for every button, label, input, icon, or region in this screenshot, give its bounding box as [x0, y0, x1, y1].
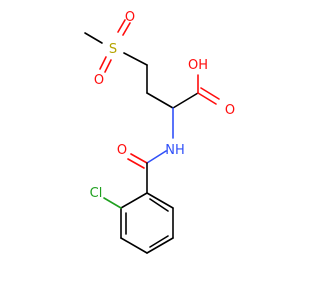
- bond-s-ch2: [123, 52, 148, 66]
- ring-bond-3: [120, 237, 148, 254]
- molecule-diagram: S O O OH O NH O Cl: [84, 10, 235, 254]
- ring-bond-6: [146, 192, 174, 209]
- sulfonyl-oxygen-top-label: O: [125, 10, 135, 25]
- structure-svg: S O O OH O NH O Cl: [84, 10, 235, 254]
- ring-double-3: [149, 198, 169, 212]
- bond-camide-o-a: [130, 153, 148, 164]
- chlorine-label: Cl: [90, 186, 103, 201]
- bond-c-o-b: [200, 87, 220, 100]
- bond-calpha-ccarboxyl: [172, 92, 199, 109]
- bond-s-o-bottom-b: [104, 59, 112, 73]
- sulfonyl-oxygen-bottom-label: O: [94, 73, 104, 88]
- bond-camide-o-b: [127, 158, 145, 169]
- bond-ch2-calpha: [146, 92, 174, 109]
- ring-bond-4: [146, 237, 174, 254]
- bond-n-camide: [146, 150, 167, 164]
- bond-c-o-a: [197, 92, 217, 105]
- amide-nitrogen-label: NH: [165, 143, 185, 158]
- carboxyl-oxygen-label: O: [225, 103, 235, 118]
- amide-oxygen-label: O: [117, 143, 127, 158]
- hydroxyl-label: OH: [188, 58, 208, 73]
- ring-double-2: [149, 235, 169, 248]
- bond-s-o-top-a: [122, 22, 131, 36]
- bond-ring-cl: [103, 197, 122, 209]
- sulfur-label: S: [109, 42, 117, 57]
- bond-s-o-top-b: [117, 19, 126, 33]
- ring-bond-1: [120, 192, 148, 209]
- bond-methyl-s: [84, 32, 103, 44]
- bond-s-o-bottom-a: [99, 56, 107, 70]
